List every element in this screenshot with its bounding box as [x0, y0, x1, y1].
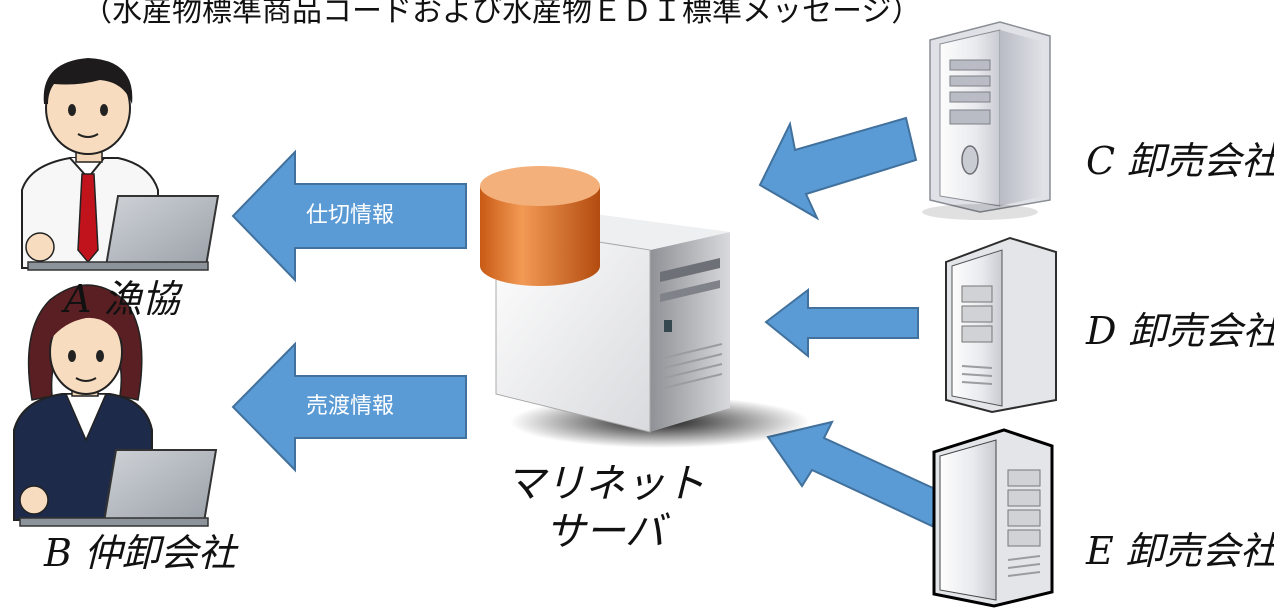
- header-note: （水産物標準商品コードおよび水産物ＥＤＩ標準メッセージ）: [82, 0, 922, 29]
- server-d-illustration: [945, 236, 1057, 414]
- arrow-label-uriwatashi: 売渡情報: [306, 394, 395, 419]
- arrow-uriwatashi: [231, 341, 467, 473]
- label-c: C 卸売会社: [1086, 139, 1274, 183]
- label-a: A 漁協: [64, 277, 180, 321]
- database-icon: [480, 166, 600, 286]
- label-b: B 仲卸会社: [44, 531, 237, 575]
- person-b-illustration: [13, 284, 218, 527]
- arrow-label-shikiri: 仕切情報: [306, 203, 395, 228]
- central-server-illustration: [480, 166, 810, 448]
- arrow-from-d: [764, 287, 919, 359]
- server-c-illustration: [922, 21, 1051, 220]
- person-a-illustration: [21, 58, 220, 271]
- server-caption-line1: マリネット: [505, 461, 705, 507]
- label-e: E 卸売会社: [1086, 529, 1274, 573]
- server-e-illustration: [932, 428, 1054, 608]
- server-caption: マリネット サーバ: [500, 460, 710, 556]
- arrow-shikiri: [231, 149, 467, 283]
- arrow-from-c: [758, 116, 918, 221]
- server-caption-line2: サーバ: [545, 509, 665, 555]
- arrow-from-e: [766, 420, 948, 528]
- label-d: D 卸売会社: [1086, 309, 1274, 353]
